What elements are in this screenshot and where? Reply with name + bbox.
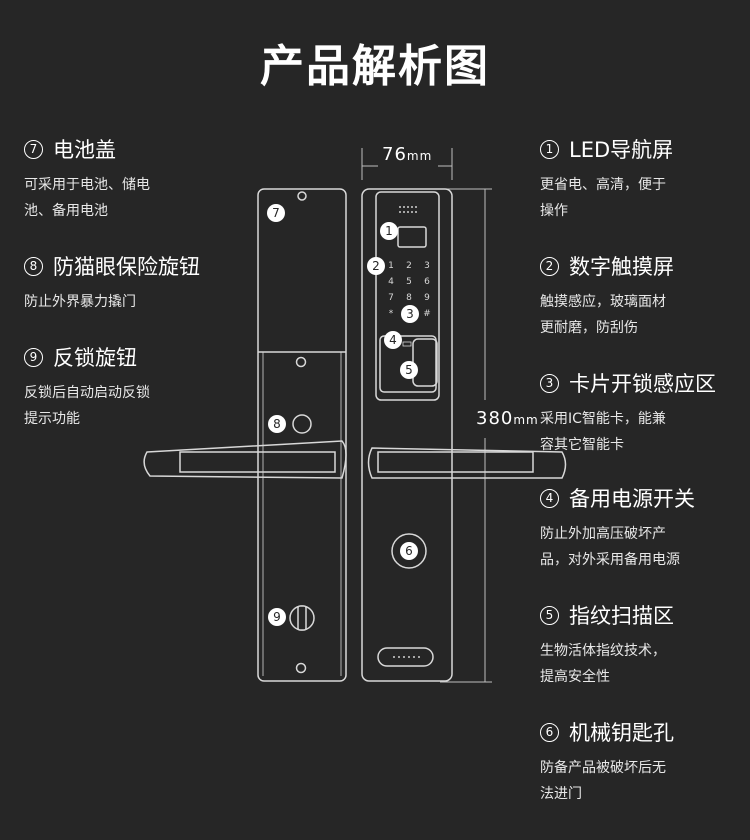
svg-text:9: 9 <box>273 610 281 624</box>
feature-led-screen: 1 LED导航屏 更省电、高清，便于 操作 <box>540 134 745 224</box>
keypad-key: 5 <box>406 277 412 287</box>
feature-description: 可采用于电池、储电 池、备用电池 <box>24 177 150 219</box>
width-dimension-label: 76mm <box>382 144 433 165</box>
svg-text:4: 4 <box>389 333 397 347</box>
keypad-key: 2 <box>406 261 412 271</box>
anti-peephole-knob-icon <box>292 414 312 434</box>
svg-text:6: 6 <box>405 544 413 558</box>
keypad-key: * <box>389 309 394 319</box>
top-screw-icon <box>297 191 307 201</box>
svg-text:3: 3 <box>406 307 414 321</box>
led-screen <box>397 226 427 248</box>
feature-title: LED导航屏 <box>569 138 674 162</box>
feature-number: 7 <box>24 139 43 159</box>
marker-9: 9 <box>268 608 286 626</box>
svg-text:1: 1 <box>385 224 393 238</box>
feature-number: 8 <box>24 256 43 276</box>
feature-description: 防止外界暴力撬门 <box>24 294 136 310</box>
diagram-markers: 1 2 3 4 5 6 7 8 <box>267 204 419 626</box>
inner-panel <box>143 188 347 682</box>
feature-number: 4 <box>540 488 559 508</box>
feature-number: 2 <box>540 256 559 276</box>
feature-card-sensor: 3 卡片开锁感应区 采用IC智能卡，能兼 容其它智能卡 <box>540 368 745 458</box>
svg-text:5: 5 <box>405 363 413 377</box>
feature-deadlock-knob: 9 反锁旋钮 反锁后自动启动反锁 提示功能 <box>24 342 234 432</box>
keypad-key: 6 <box>424 277 430 287</box>
feature-touch-keypad: 2 数字触摸屏 触摸感应，玻璃面材 更耐磨，防刮伤 <box>540 251 745 341</box>
keypad-key: 4 <box>388 277 394 287</box>
feature-anti-peephole-knob: 8 防猫眼保险旋钮 防止外界暴力撬门 <box>24 251 234 315</box>
feature-description: 更省电、高清，便于 操作 <box>540 177 666 219</box>
feature-description: 防止外加高压破坏产 品，对外采用备用电源 <box>540 526 680 568</box>
feature-number: 9 <box>24 347 43 367</box>
feature-description: 生物活体指纹技术， 提高安全性 <box>540 643 666 685</box>
feature-backup-power: 4 备用电源开关 防止外加高压破坏产 品，对外采用备用电源 <box>540 483 745 573</box>
keyhole-cover <box>391 533 427 569</box>
feature-number: 3 <box>540 373 559 393</box>
feature-title: 防猫眼保险旋钮 <box>53 255 200 279</box>
keypad-key: 9 <box>424 293 430 303</box>
marker-5: 5 <box>400 361 418 379</box>
feature-keyhole: 6 机械钥匙孔 防备产品被破坏后无 法进门 <box>540 717 745 807</box>
feature-fingerprint: 5 指纹扫描区 生物活体指纹技术， 提高安全性 <box>540 600 745 690</box>
svg-text:8: 8 <box>273 417 281 431</box>
outer-handle <box>367 447 567 479</box>
feature-description: 采用IC智能卡，能兼 容其它智能卡 <box>540 411 666 453</box>
feature-battery-cover: 7 电池盖 可采用于电池、储电 池、备用电池 <box>24 134 234 224</box>
middle-screw-icon <box>295 356 307 368</box>
feature-description: 反锁后自动启动反锁 提示功能 <box>24 385 150 427</box>
keypad-key: 8 <box>406 293 412 303</box>
feature-title: 卡片开锁感应区 <box>569 372 716 396</box>
feature-description: 防备产品被破坏后无 法进门 <box>540 760 666 802</box>
keypad-key: 1 <box>388 261 394 271</box>
sensor-housing <box>379 335 437 393</box>
feature-title: 指纹扫描区 <box>569 604 674 628</box>
marker-4: 4 <box>384 331 402 349</box>
height-dimension-label: 380mm <box>476 408 539 429</box>
marker-1: 1 <box>380 222 398 240</box>
feature-title: 数字触摸屏 <box>569 255 674 279</box>
bottom-screw-icon <box>295 662 307 674</box>
bottom-grip <box>377 647 434 667</box>
marker-3: 3 <box>401 305 419 323</box>
marker-2: 2 <box>367 257 385 275</box>
feature-title: 备用电源开关 <box>569 487 695 511</box>
marker-8: 8 <box>268 415 286 433</box>
feature-description: 触摸感应，玻璃面材 更耐磨，防刮伤 <box>540 294 666 336</box>
feature-number: 6 <box>540 722 559 742</box>
svg-text:7: 7 <box>272 206 280 220</box>
feature-number: 5 <box>540 605 559 625</box>
keypad: 1 2 3 4 5 6 7 8 9 * # <box>388 261 431 319</box>
fingerprint-cover <box>412 338 438 387</box>
feature-title: 反锁旋钮 <box>53 346 137 370</box>
keypad-key: 7 <box>388 293 394 303</box>
feature-number: 1 <box>540 139 559 159</box>
svg-text:2: 2 <box>372 259 380 273</box>
feature-title: 机械钥匙孔 <box>569 721 674 745</box>
marker-7: 7 <box>267 204 285 222</box>
keypad-key: # <box>423 309 431 319</box>
page-title: 产品解析图 <box>260 41 490 92</box>
inner-handle <box>143 440 347 479</box>
marker-6: 6 <box>400 542 418 560</box>
feature-title: 电池盖 <box>53 138 116 162</box>
keypad-key: 3 <box>424 261 430 271</box>
